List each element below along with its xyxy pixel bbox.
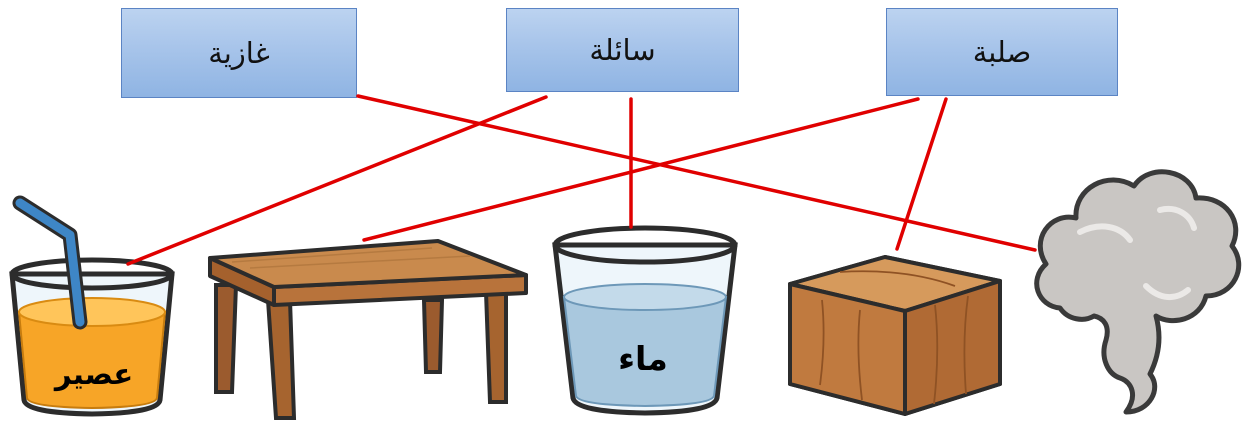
juice-glass-image[interactable]: عصير	[9, 195, 175, 417]
connector-lines	[126, 94, 1037, 266]
juice-label: عصير	[53, 357, 133, 391]
category-box-liquid[interactable]: سائلة	[506, 8, 739, 92]
connector-gas-smoke	[356, 94, 1037, 252]
connector-liquid-juice	[126, 95, 548, 266]
connector-solid-cube	[895, 97, 948, 251]
water-label: ماء	[618, 339, 668, 378]
category-label-liquid: سائلة	[589, 33, 656, 67]
category-label-gas: غازية	[208, 36, 270, 70]
category-label-solid: صلبة	[972, 35, 1032, 69]
smoke-cloud-image[interactable]	[1034, 169, 1242, 415]
category-box-solid[interactable]: صلبة	[886, 8, 1118, 96]
water-glass-image[interactable]: ماء	[552, 225, 738, 416]
category-box-gas[interactable]: غازية	[121, 8, 357, 98]
connector-solid-table	[362, 97, 920, 242]
table-image[interactable]	[208, 239, 528, 420]
wooden-cube-image[interactable]	[788, 255, 1002, 416]
